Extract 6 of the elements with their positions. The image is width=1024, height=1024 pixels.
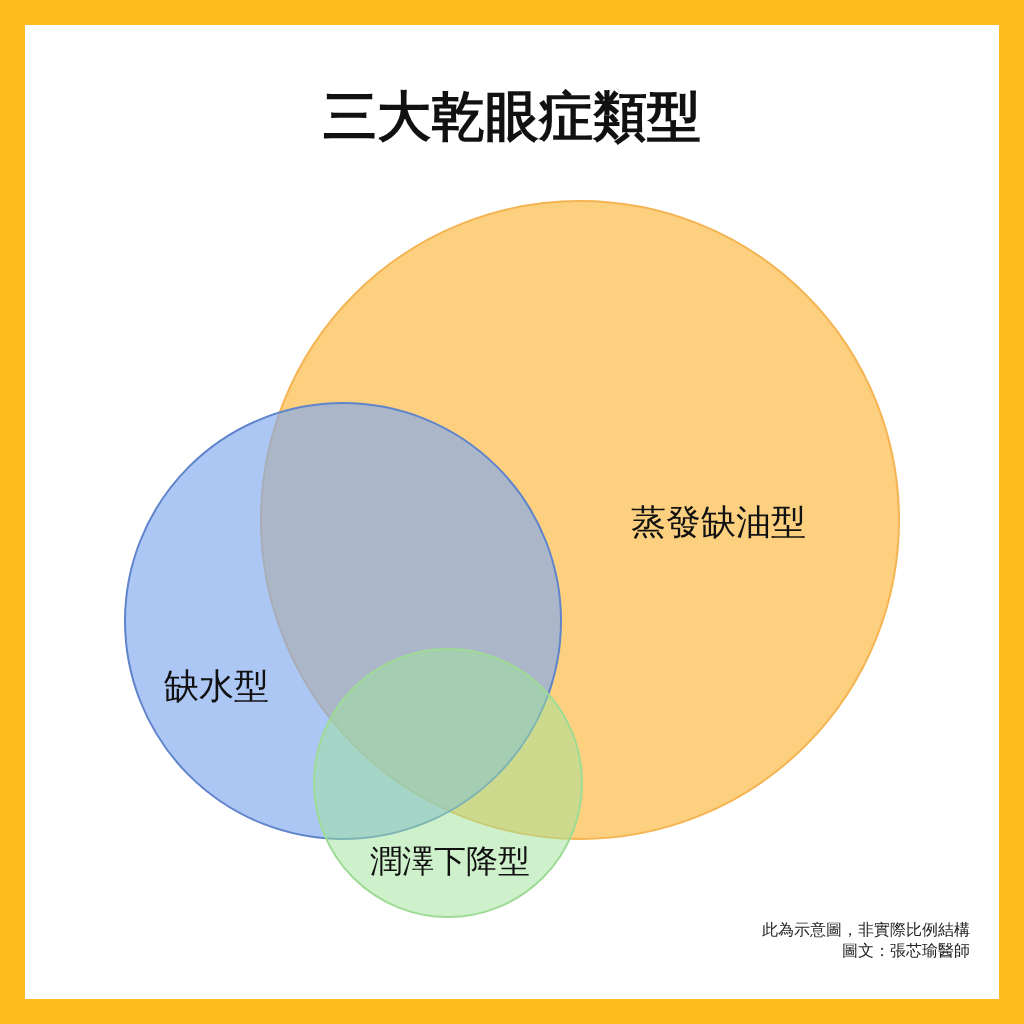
set-label: 潤澤下降型 xyxy=(370,841,530,881)
diagram-title: 三大乾眼症類型 xyxy=(322,84,702,150)
set-label: 蒸發缺油型 xyxy=(630,501,806,543)
disclaimer-note: 此為示意圖，非實際比例結構 xyxy=(762,920,970,940)
credit-note: 圖文：張芯瑜醫師 xyxy=(842,941,970,961)
set-label: 缺水型 xyxy=(163,665,269,707)
